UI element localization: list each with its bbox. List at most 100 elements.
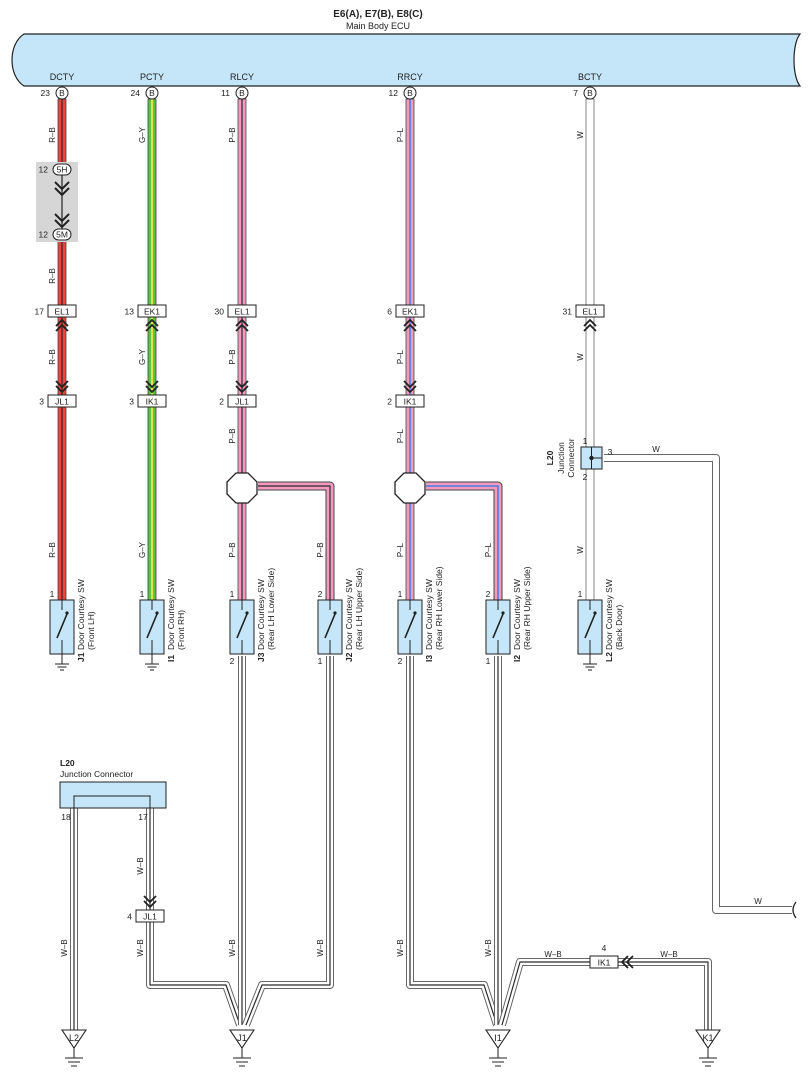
svg-text:3: 3	[39, 397, 44, 407]
connector-5h-pin: 12	[39, 165, 49, 175]
wire-label-w-2: W	[576, 353, 585, 361]
svg-text:17: 17	[35, 307, 45, 317]
svg-text:EL1: EL1	[582, 307, 597, 317]
connector-5m-pin: 12	[39, 230, 49, 240]
svg-text:B: B	[587, 88, 593, 98]
svg-text:4: 4	[127, 912, 132, 922]
svg-text:23: 23	[41, 88, 51, 98]
switch-id: I1	[166, 655, 176, 662]
ground-label: K1	[702, 1033, 713, 1043]
wire-label-pl-3: P–L	[396, 428, 405, 443]
wire-label-wb-8: W–B	[544, 950, 561, 959]
ground-l2: L2	[60, 1029, 88, 1067]
wire-break-symbol	[792, 901, 797, 919]
wire-label-rb-1: R–B	[48, 127, 57, 143]
switch-label: Door Courtesy SW	[344, 579, 354, 650]
svg-text:IK1: IK1	[598, 958, 611, 968]
connector-5m-code: 5M	[56, 230, 68, 240]
wire-label-gy-1: G–Y	[138, 126, 147, 143]
svg-text:1: 1	[583, 436, 588, 446]
switch-id: J2	[344, 652, 354, 662]
wire-label-pb-2: P–B	[228, 349, 237, 364]
wire-label-wb-6: W–B	[396, 939, 405, 956]
switch-bottom-pin: 2	[230, 656, 235, 666]
ecu-pins: 23 B 24 B 11 B 12 B 7 B	[41, 86, 597, 100]
junction-small-id: L20	[545, 450, 555, 465]
junction-small-label: Junction	[556, 442, 566, 474]
switch-sub: (Front LH)	[86, 611, 96, 650]
svg-text:EL1: EL1	[54, 307, 69, 317]
ecu-subtitle: Main Body ECU	[346, 21, 410, 31]
svg-text:18: 18	[61, 812, 71, 822]
connector-ek1-col2: EK1 13	[125, 304, 167, 332]
wire-label-pb-5: P–B	[316, 542, 325, 557]
wire-label-w-5: W	[754, 897, 762, 906]
wire-label-wb-2: W–B	[60, 939, 69, 956]
main-body-ecu-bar	[11, 33, 802, 87]
switch-top-pin: 1	[50, 589, 55, 599]
svg-text:11: 11	[221, 88, 230, 98]
svg-text:B: B	[239, 88, 245, 98]
ground-label: J1	[237, 1033, 247, 1043]
svg-text:3: 3	[608, 447, 613, 457]
wire-label-gy-3: G–Y	[138, 541, 147, 558]
wire-labels: R–B R–B R–B R–B G–Y G–Y G–Y P–B P–B P–B …	[48, 126, 762, 959]
terminal-name-rlcy: RLCY	[230, 72, 254, 82]
wire-wb-i3-to-i1	[406, 656, 501, 1027]
wire-label-wb-1: W–B	[136, 857, 145, 874]
wire-wb-j2-to-j1	[242, 656, 334, 1027]
switch-top-pin: 1	[578, 589, 583, 599]
switch-sub: (Rear RH Upper Side)	[522, 566, 532, 650]
ecu-pin-bcty: 7 B	[573, 86, 597, 100]
wire-label-pl-1: P–L	[396, 127, 405, 142]
svg-text:30: 30	[215, 307, 225, 317]
switch-id: J1	[76, 652, 86, 662]
svg-text:31: 31	[563, 307, 573, 317]
svg-text:13: 13	[125, 307, 135, 317]
wire-rb-lower	[57, 239, 67, 601]
switch-label: Door Courtesy SW	[166, 579, 176, 650]
switch-bottom-pin: 2	[398, 656, 403, 666]
connector-el1-col1: EL1 17	[35, 304, 77, 332]
switch-label: Door Courtesy SW	[512, 579, 522, 650]
wire-label-wb-5: W–B	[316, 939, 325, 956]
wire-label-pl-4: P–L	[396, 542, 405, 557]
svg-text:IK1: IK1	[404, 397, 417, 407]
switch-label: Door Courtesy SW	[256, 579, 266, 650]
svg-text:2: 2	[219, 397, 224, 407]
wire-label-wb-3: W–B	[136, 939, 145, 956]
wire-label-rb-2: R–B	[48, 268, 57, 284]
wire-pl-branch	[426, 481, 503, 600]
ecu-title: E6(A), E7(B), E8(C)	[333, 9, 422, 20]
svg-text:6: 6	[387, 307, 392, 317]
wire-label-wb-7: W–B	[484, 939, 493, 956]
svg-text:4: 4	[602, 943, 607, 953]
connector-5h-code: 5H	[57, 165, 68, 175]
ground-k1: K1	[694, 1029, 722, 1067]
switch-bottom-pin: 1	[318, 656, 323, 666]
junction-large-label: Junction Connector	[60, 769, 133, 779]
switch-label: Door Courtesy SW	[604, 579, 614, 650]
splice-point-rear-rh	[394, 472, 426, 504]
svg-text:3: 3	[129, 397, 134, 407]
wire-label-gy-2: G–Y	[138, 348, 147, 365]
wire-w-branch	[604, 454, 792, 914]
wire-rb-upper	[57, 98, 67, 170]
switch-id: I3	[424, 655, 434, 662]
wire-label-wb-9: W–B	[660, 950, 677, 959]
wire-label-pl-2: P–L	[396, 349, 405, 364]
wire-label-pb-4: P–B	[228, 542, 237, 557]
svg-text:EK1: EK1	[402, 307, 418, 317]
svg-text:B: B	[59, 88, 65, 98]
connector-jl1-lower: JL1 4	[127, 895, 165, 923]
switch-id: I2	[512, 655, 522, 662]
switch-sub: (Rear LH Lower Side)	[266, 568, 276, 650]
svg-text:12: 12	[389, 88, 399, 98]
connector-ik1-lower: IK1 4	[589, 943, 634, 969]
